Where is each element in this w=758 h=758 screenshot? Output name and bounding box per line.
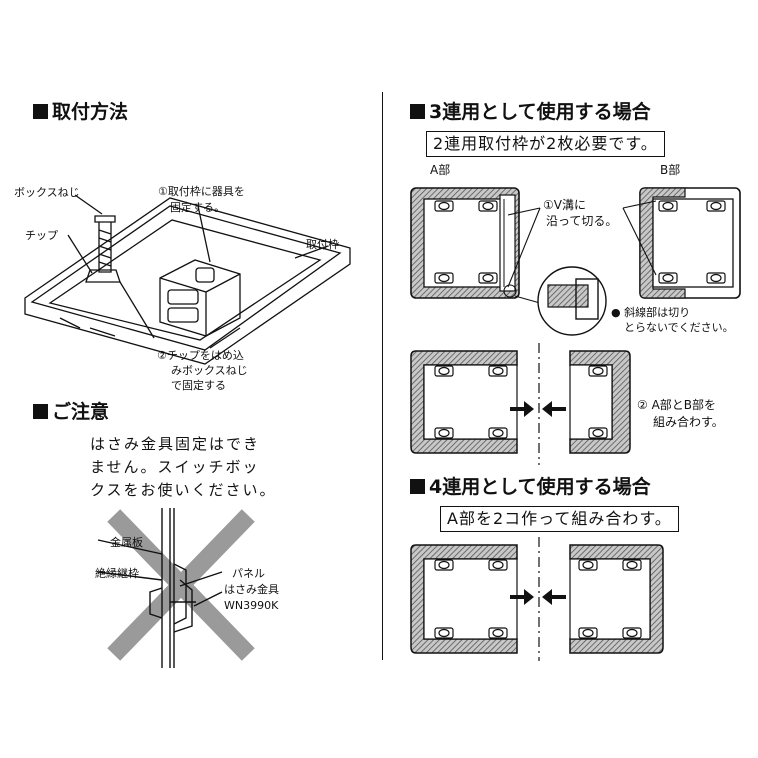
- combo-three-left: [410, 350, 518, 454]
- step2-text-line1: ②チップをはめ込: [157, 349, 244, 362]
- combo-four-right: [569, 544, 664, 654]
- step1-text-line1: ①取付枠に器具を: [158, 185, 245, 198]
- caution-line2: ません。スイッチボッ: [90, 458, 260, 476]
- caution-line3: クスをお使いください。: [90, 481, 277, 499]
- b-part-label: B部: [660, 163, 681, 177]
- insulating-frame-label: 絶縁継枠: [95, 567, 139, 580]
- hatch-note-line1: ● 斜線部は切り: [611, 306, 691, 319]
- frame-label: 取付枠: [306, 238, 339, 251]
- combine-text-line2: 組み合わす。: [653, 415, 724, 429]
- install-heading: 取付方法: [33, 101, 128, 123]
- frame-b: [639, 187, 741, 299]
- combine-text-line1: ② A部とB部を: [637, 398, 717, 412]
- caution-heading: ご注意: [33, 401, 109, 423]
- combine-arrows-icon: [510, 401, 566, 417]
- step1-text-line2: 固定する。: [170, 201, 225, 214]
- combo-three-right: [569, 350, 631, 454]
- v-groove-text-line1: ①V溝に: [543, 198, 586, 212]
- three-gang-heading: 3連用として使用する場合: [410, 101, 651, 123]
- frame-diagrams: [410, 187, 741, 661]
- three-gang-note-box: 2連用取付枠が2枚必要です。: [426, 131, 665, 157]
- v-groove-detail: [537, 266, 607, 336]
- panel-label: パネル: [232, 567, 265, 580]
- caution-line1: はさみ金具固定はでき: [90, 435, 261, 453]
- step2-text-line2: みボックスねじ: [171, 364, 248, 377]
- a-part-label: A部: [430, 163, 451, 177]
- installation-diagram: [24, 194, 351, 365]
- square-bullet-icon: [33, 404, 48, 419]
- combine-arrows-icon-2: [510, 589, 566, 605]
- chip-label: チップ: [25, 229, 58, 242]
- metal-plate-label: 金属板: [110, 536, 143, 549]
- combo-four-left: [410, 544, 518, 654]
- prohibited-clip-diagram: [97, 508, 255, 668]
- square-bullet-icon: [410, 479, 425, 494]
- hatch-note-line2: とらないでください。: [624, 321, 734, 334]
- frame-a: [410, 187, 520, 299]
- column-divider: [382, 92, 383, 660]
- clip-label: はさみ金具: [224, 583, 279, 596]
- square-bullet-icon: [410, 104, 425, 119]
- square-bullet-icon: [33, 104, 48, 119]
- box-screw-label: ボックスねじ: [14, 186, 80, 199]
- four-gang-note-box: A部を2コ作って組み合わす。: [440, 506, 679, 532]
- model-label: WN3990K: [224, 599, 279, 612]
- four-gang-heading: 4連用として使用する場合: [410, 476, 651, 498]
- caution-text: はさみ金具固定はでき ません。スイッチボッ クスをお使いください。: [90, 433, 277, 502]
- v-groove-text-line2: 沿って切る。: [546, 214, 618, 228]
- step2-text-line3: で固定する: [171, 379, 226, 392]
